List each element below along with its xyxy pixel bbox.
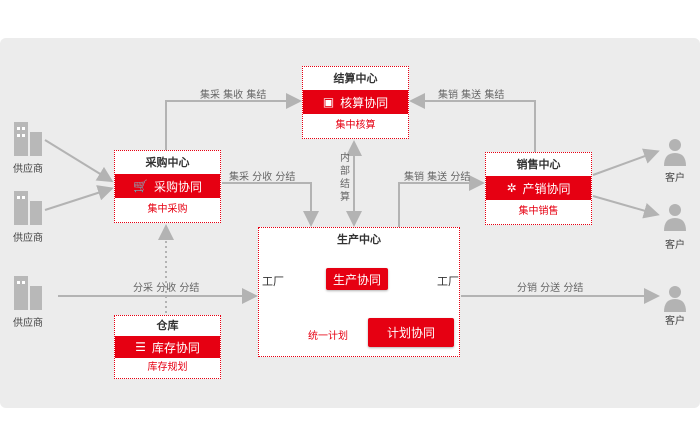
factory-label: 工厂 <box>262 275 284 288</box>
database-icon: ☰ <box>135 340 146 354</box>
factory-label: 工厂 <box>437 275 459 288</box>
supplier-label: 供应商 <box>13 318 43 329</box>
box-title: 采购中心 <box>145 156 190 169</box>
box-title: 结算中心 <box>333 72 378 85</box>
person-icon <box>664 139 686 166</box>
arrow-sales-cust2 <box>592 195 660 219</box>
customer-label: 客户 <box>665 173 685 184</box>
arrow-sales-cust1 <box>592 148 660 176</box>
box-bar-label: 产销协同 <box>522 181 571 196</box>
arrow-proc-prod <box>222 182 319 227</box>
procurement-center[interactable]: 采购中心 🛒 采购协同 集中采购 <box>114 150 221 223</box>
plan-coop-button[interactable]: 计划协同 <box>368 318 454 347</box>
box-title: 仓库 <box>156 319 179 332</box>
cart-icon: 🛒 <box>133 179 148 193</box>
unified-plan-label: 统一计划 <box>308 331 348 342</box>
box-title: 销售中心 <box>516 158 561 171</box>
building-icon <box>14 122 42 156</box>
arrow-sales-settle <box>409 93 536 152</box>
arrow-supplier1-proc <box>44 139 114 183</box>
customer-label: 客户 <box>665 240 685 251</box>
network-icon: ✲ <box>506 181 517 195</box>
flow-label: 分采 分收 分结 <box>133 283 200 294</box>
person-icon <box>664 286 686 312</box>
box-bar-label: 核算协同 <box>340 95 389 110</box>
production-coop-button[interactable]: 生产协同 <box>326 268 388 290</box>
monitor-icon: ▣ <box>322 95 335 109</box>
flow-label: 集采 集收 集结 <box>200 90 267 101</box>
flow-label: 集销 集送 集结 <box>438 90 505 101</box>
box-title: 生产中心 <box>337 233 381 246</box>
box-sub: 集中采购 <box>147 204 188 215</box>
arrow-supplier2-proc <box>44 185 114 211</box>
warehouse[interactable]: 仓库 ☰ 库存协同 库存规划 <box>114 315 221 379</box>
settlement-center[interactable]: 结算中心 ▣ 核算协同 集中核算 <box>302 66 409 139</box>
box-sub: 库存规划 <box>147 362 188 373</box>
box-sub: 集中核算 <box>335 120 376 131</box>
flow-label: 内部结算 <box>340 153 350 203</box>
building-icons <box>14 122 42 310</box>
flow-label: 分销 分送 分结 <box>517 283 584 294</box>
customer-label: 客户 <box>665 316 685 327</box>
box-sub: 集中销售 <box>518 206 559 217</box>
box-bar-label: 采购协同 <box>153 179 202 194</box>
building-icon <box>14 191 42 225</box>
person-icon <box>664 204 686 231</box>
production-center[interactable]: 生产中心 <box>258 227 460 357</box>
flow-label: 集销 集送 分结 <box>404 172 471 183</box>
building-icon <box>14 276 42 310</box>
arrow-prod-sales <box>398 175 485 227</box>
arrow-proc-settle <box>165 93 302 150</box>
sales-center[interactable]: 销售中心 ✲ 产销协同 集中销售 <box>485 152 592 225</box>
flow-label: 集采 分收 分结 <box>229 172 296 183</box>
supplier-label: 供应商 <box>13 233 43 244</box>
supplier-label: 供应商 <box>13 164 43 175</box>
box-bar-label: 库存协同 <box>151 340 200 355</box>
